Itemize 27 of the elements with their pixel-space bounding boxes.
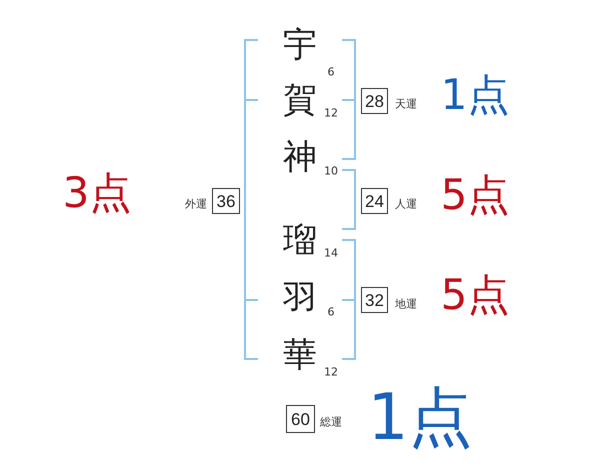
stroke-count: 6 — [328, 66, 334, 78]
name-character: 華 — [283, 338, 317, 372]
name-character: 神 — [283, 140, 317, 174]
score-text: 5点 — [440, 174, 510, 216]
score-text: 3点 — [62, 172, 132, 214]
number-box: 32 — [361, 287, 388, 313]
fortune-category-label: 外運 — [185, 198, 207, 210]
stroke-count: 6 — [328, 306, 334, 318]
number-box: 28 — [361, 88, 388, 114]
stroke-count: 10 — [324, 166, 338, 176]
fortune-category-label: 天運 — [395, 98, 417, 110]
stroke-count: 14 — [324, 248, 338, 258]
name-character: 羽 — [283, 281, 317, 315]
fortune-category-label: 総運 — [320, 416, 342, 428]
fortune-category-label: 地運 — [395, 298, 417, 310]
score-text: 1点 — [440, 74, 510, 116]
number-box: 60 — [286, 405, 315, 433]
name-character: 瑠 — [283, 223, 317, 257]
score-text: 5点 — [440, 274, 510, 316]
total-score-text: 1点 — [368, 386, 472, 450]
stroke-count: 12 — [324, 108, 338, 118]
name-character: 賀 — [283, 83, 317, 117]
number-box: 24 — [361, 188, 388, 214]
number-box: 36 — [212, 188, 240, 214]
fortune-category-label: 人運 — [395, 198, 417, 210]
stroke-count: 12 — [324, 366, 338, 378]
name-character: 宇 — [283, 28, 317, 62]
